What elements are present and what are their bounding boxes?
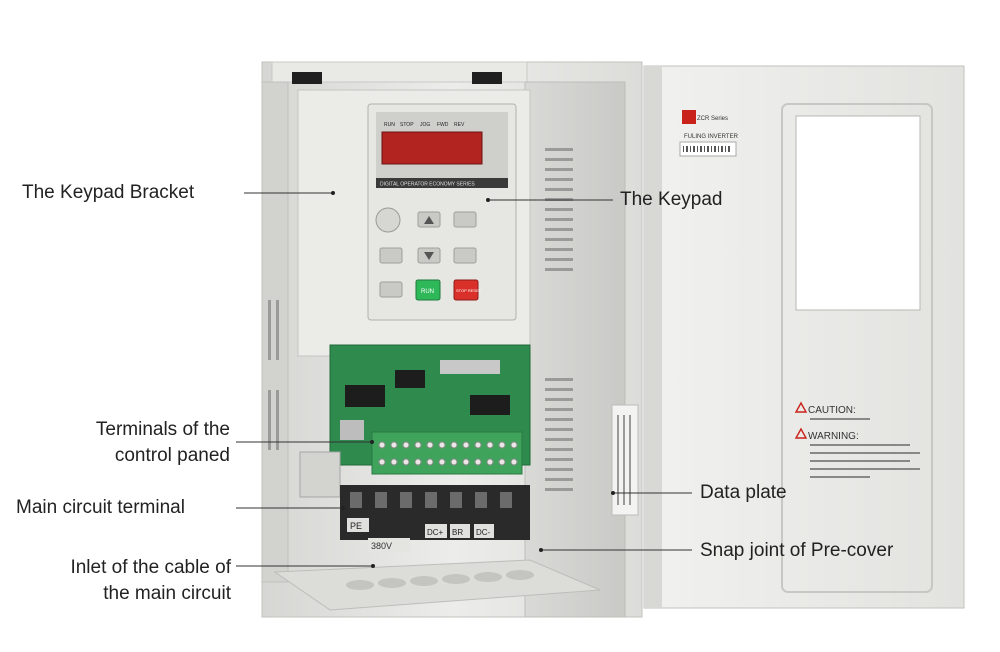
control-board <box>299 344 531 498</box>
callout-terminals-control-line1: Terminals of the <box>95 419 230 440</box>
cover-brand-series: ZCR Series <box>697 116 728 122</box>
brand-logo-icon <box>682 110 696 124</box>
cover-brand-name: FULING INVERTER <box>684 134 739 140</box>
led-run: RUN <box>384 122 395 128</box>
warning-triangle-icon <box>794 427 808 439</box>
keypad-panel-label: DIGITAL OPERATOR ECONOMY SERIES <box>380 182 475 188</box>
stop-key-label: STOP RESET <box>456 288 482 293</box>
stop-key <box>453 279 479 301</box>
led-jog: JOG <box>420 122 430 128</box>
callout-main-circuit-terminal: Main circuit terminal <box>16 497 185 518</box>
vent-slots <box>268 148 573 491</box>
leader-lines <box>236 192 692 567</box>
led-stop: STOP <box>400 122 414 128</box>
terminal-label-dcplus: DC+ <box>427 528 444 537</box>
main-circuit-terminal <box>340 485 530 552</box>
voltage-label: 380V <box>371 541 392 551</box>
callout-inlet-line1: Inlet of the cable of <box>70 557 231 578</box>
terminal-label-dcminus: DC- <box>476 528 491 537</box>
cover-caution: CAUTION: <box>808 405 856 416</box>
cover-window <box>795 115 921 311</box>
led-display <box>381 131 483 165</box>
leader-dots <box>331 191 615 568</box>
callout-keypad-bracket: The Keypad Bracket <box>22 182 195 203</box>
led-fwd: FWD <box>437 122 449 128</box>
cover-warning: WARNING: <box>808 431 859 442</box>
terminal-label-pe: PE <box>350 521 362 531</box>
control-terminal-block <box>371 431 523 475</box>
run-key-label: RUN <box>421 289 434 295</box>
callout-data-plate: Data plate <box>700 482 787 503</box>
led-rev: REV <box>454 122 465 128</box>
keypad <box>367 103 517 321</box>
callout-terminals-control-line2: control paned <box>114 445 230 466</box>
caution-triangle-icon <box>794 401 808 413</box>
terminal-label-br: BR <box>452 528 463 537</box>
potentiometer-knob <box>375 207 401 233</box>
callout-keypad: The Keypad <box>620 189 723 210</box>
run-key <box>415 279 441 301</box>
callout-snap-joint: Snap joint of Pre-cover <box>700 540 894 561</box>
callout-inlet-line2: the main circuit <box>103 583 231 604</box>
cable-inlet <box>273 559 601 611</box>
front-cover <box>643 65 965 609</box>
